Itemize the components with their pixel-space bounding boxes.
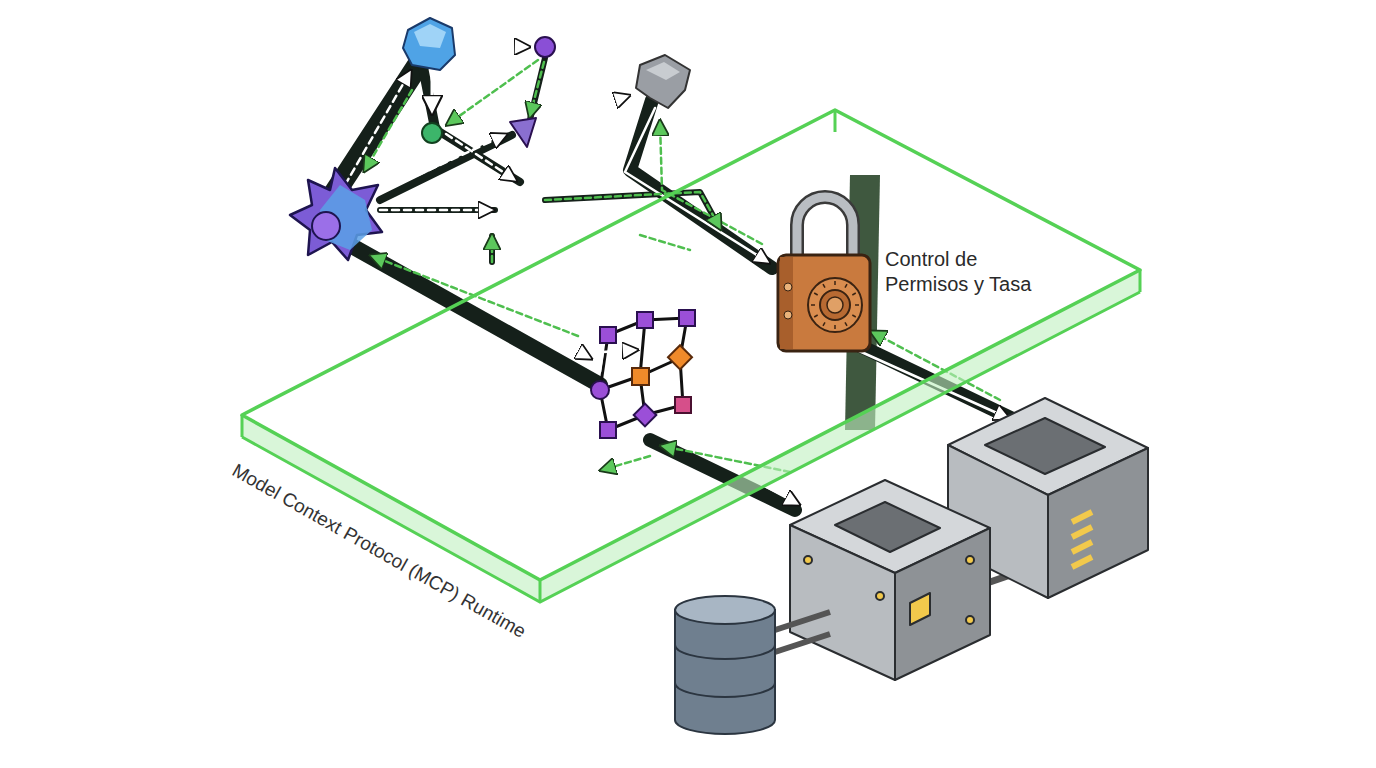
dial-tick xyxy=(823,284,825,287)
agent-arrows-part xyxy=(545,192,720,228)
lock-label: Control de Permisos y Tasa xyxy=(885,247,1045,297)
agent-icons-part xyxy=(414,24,446,48)
database-cylinder-part xyxy=(675,610,775,734)
lock-bolt xyxy=(784,283,792,291)
agent-arrows-part xyxy=(536,96,628,126)
shadow-trails-part xyxy=(630,100,772,268)
dial-tick xyxy=(855,304,859,306)
agent-arrows-part xyxy=(365,90,412,170)
server-blocks-part xyxy=(966,556,974,564)
tool-grid xyxy=(591,310,695,438)
region-edge xyxy=(1139,270,1142,292)
agent-arrows-part xyxy=(446,134,515,180)
tool-grid-part xyxy=(637,312,653,328)
dial-tick xyxy=(823,322,825,325)
lock-dial xyxy=(808,278,862,332)
tool-grid-part xyxy=(600,318,687,430)
dial-tick xyxy=(834,281,836,285)
lock-shade xyxy=(780,257,793,349)
agent-icons-part xyxy=(312,212,340,240)
server-blocks-part xyxy=(985,418,1105,474)
server-blocks-part xyxy=(1072,512,1092,522)
database-cylinder-part xyxy=(675,645,775,659)
agent-arrows-part xyxy=(380,209,492,212)
agent-arrows-part xyxy=(491,236,494,262)
runtime-region: Model Context Protocol (MCP) RuntimeCont… xyxy=(215,100,1150,660)
agent-icons-part xyxy=(535,37,555,57)
server-blocks-part xyxy=(910,593,930,625)
server-blocks-part xyxy=(895,528,990,680)
shadow-trails-part xyxy=(489,236,495,262)
region-outline xyxy=(242,110,1140,580)
dial-tick xyxy=(814,315,817,317)
agent-arrows-part xyxy=(660,122,762,244)
dial-tick xyxy=(811,304,815,306)
agent-icons-part xyxy=(636,55,690,108)
tool-grid-part xyxy=(600,358,680,390)
dial-tick xyxy=(852,315,855,317)
agent-icons-part xyxy=(510,118,536,147)
agent-arrows-part xyxy=(448,60,538,124)
tool-grid-part xyxy=(675,397,691,413)
lock-shackle xyxy=(797,197,853,261)
dial-tick xyxy=(845,322,847,325)
agent-icons-part xyxy=(646,62,680,80)
shadow-trails-part xyxy=(422,62,435,128)
tool-grid-part xyxy=(600,350,636,372)
dial-tick xyxy=(845,284,847,287)
tool-grid-part xyxy=(668,345,692,369)
agent-icons-part xyxy=(403,18,455,70)
lock-bolt xyxy=(784,311,792,319)
dial-tick xyxy=(834,325,836,329)
agent-icons xyxy=(290,18,690,260)
server-blocks-part xyxy=(876,592,884,600)
server-blocks-part xyxy=(804,556,812,564)
tool-grid-part xyxy=(591,381,609,399)
dial-knob xyxy=(827,297,843,313)
server-blocks-part xyxy=(790,525,895,680)
server-blocks-part xyxy=(1048,448,1148,598)
agent-arrows-part xyxy=(640,235,690,250)
plane-shape xyxy=(215,100,1150,660)
agent-arrows-part xyxy=(375,135,505,195)
database-cylinder xyxy=(675,596,830,734)
permission-lock: Control de Permisos y Tasa xyxy=(775,195,1051,355)
shadow-trails-part xyxy=(350,245,600,385)
agent-arrows-part xyxy=(345,72,410,185)
agent-arrows-part xyxy=(431,78,434,112)
slab-side xyxy=(540,270,1140,602)
tool-grid-part xyxy=(600,327,616,343)
agent-arrows-part xyxy=(625,108,768,262)
server-blocks-part xyxy=(1072,557,1092,567)
tool-grid-part xyxy=(600,422,616,438)
lock-shackle xyxy=(797,197,853,261)
dial-knob xyxy=(820,290,850,320)
tool-grid-part xyxy=(679,310,695,326)
region-edge xyxy=(241,415,244,437)
lock-body xyxy=(778,255,870,351)
agent-arrows-part xyxy=(530,62,544,116)
database-cylinder-part xyxy=(675,596,775,624)
agent-arrows-part xyxy=(602,456,650,470)
server-blocks-part xyxy=(835,502,940,552)
tool-grid-part xyxy=(632,368,649,385)
shadow-trails-part xyxy=(380,135,512,200)
agent-icons-part xyxy=(290,168,382,260)
agent-icons-part xyxy=(422,123,442,143)
shadow-trails-part xyxy=(380,207,495,213)
server-blocks-part xyxy=(1072,527,1092,537)
region-edge xyxy=(834,110,837,132)
tool-grid-part xyxy=(634,404,657,427)
database-cylinder-part xyxy=(775,634,830,652)
database-cylinder-part xyxy=(675,683,775,697)
server-blocks-part xyxy=(1072,542,1092,552)
dial-tick xyxy=(852,293,855,295)
region-edge xyxy=(539,580,542,602)
database-cylinder-part xyxy=(775,612,830,630)
dial-tick xyxy=(814,293,817,295)
server-blocks-part xyxy=(966,616,974,624)
